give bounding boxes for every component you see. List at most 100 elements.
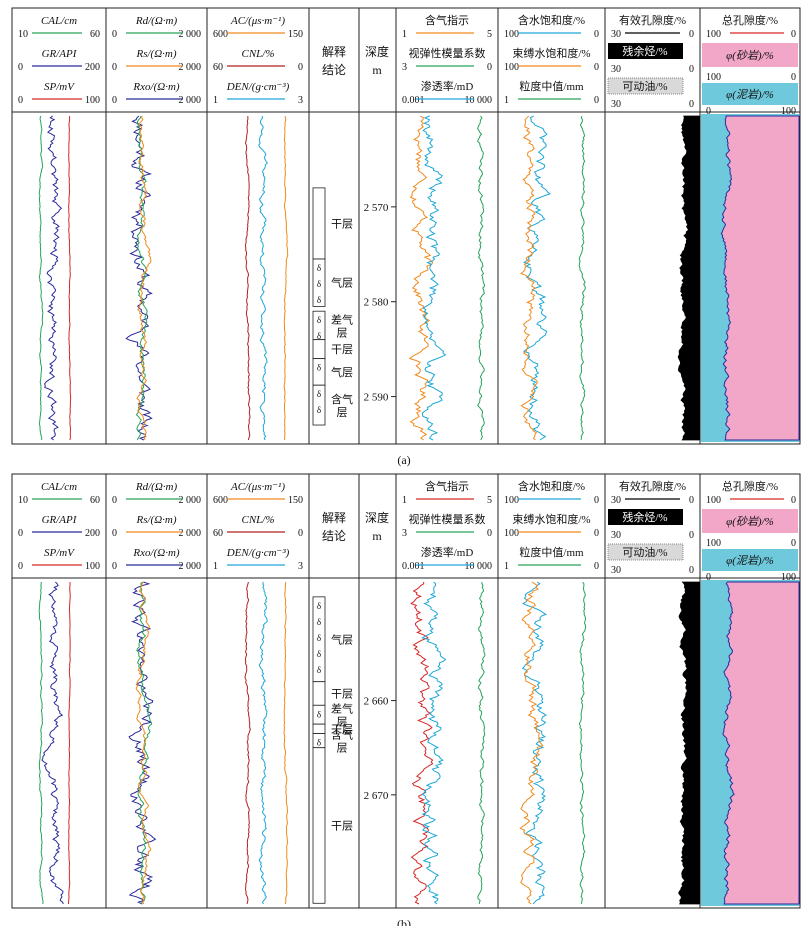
depth-title: 深度 — [365, 44, 389, 59]
depth-tick-label: 2 660 — [364, 696, 389, 708]
shale-swatch — [702, 83, 798, 105]
scale-max: 0 — [791, 72, 796, 83]
depth-tick-label: 2 590 — [364, 392, 389, 404]
gas-symbol: δ — [317, 263, 321, 273]
gas-symbol: δ — [317, 649, 321, 659]
gas-symbol: δ — [317, 389, 321, 399]
grain-size-curve — [578, 581, 587, 905]
zone-box — [312, 681, 326, 706]
gas-symbol: δ — [317, 601, 321, 611]
rxo-curve — [125, 115, 153, 441]
interp-title: 解释 — [322, 511, 346, 525]
cnl-curve — [244, 115, 251, 441]
curve-label: CNL/% — [241, 514, 274, 526]
curve-label: CNL/% — [241, 48, 274, 60]
scale-min: 100 — [706, 538, 721, 549]
sp-curve — [68, 115, 72, 441]
curve-label: 有效孔隙度/% — [619, 13, 686, 27]
cal-curve — [38, 115, 44, 441]
scale-max: 0 — [791, 495, 796, 506]
curve-label: 渗透率/mD — [421, 79, 474, 93]
movable-oil-swatch — [607, 543, 684, 561]
scale-max: 0 — [298, 62, 303, 73]
swb-curve — [519, 581, 544, 905]
gas-symbol: δ — [317, 665, 321, 675]
scale-min: 100 — [504, 29, 519, 40]
scale-max: 150 — [288, 29, 303, 40]
sp-curve — [68, 581, 71, 904]
scale-max: 100 — [781, 572, 796, 583]
scale-max: 0 — [689, 565, 694, 576]
scale-min: 30 — [611, 495, 621, 506]
scale-max: 60 — [90, 495, 100, 506]
scale-min: 60 — [213, 62, 223, 73]
elastic-coef-curve — [477, 115, 486, 441]
curve-label: 束缚水饱和度/% — [512, 46, 590, 60]
scale-min: 30 — [611, 530, 621, 541]
curve-label: DEN/(g·cm⁻³) — [226, 81, 290, 93]
gr-curve — [44, 115, 63, 441]
curve-label: 含气指示 — [425, 13, 469, 27]
scale-max: 200 — [85, 62, 100, 73]
panel-frame — [11, 7, 801, 445]
depth-tick-label: 2 570 — [364, 202, 389, 214]
zone-label: 干层 — [331, 217, 353, 230]
swb-curve — [520, 115, 538, 441]
scale-max: 5 — [487, 495, 492, 506]
curve-label: 总孔隙度/% — [722, 479, 778, 493]
curve-label: Rxo/(Ω·m) — [132, 547, 179, 559]
curve-label: 含气指示 — [425, 479, 469, 493]
scale-min: 0.001 — [402, 95, 425, 106]
curve-label: GR/API — [42, 514, 78, 526]
scale-max: 3 — [298, 95, 303, 106]
porosity-fill — [677, 115, 701, 441]
gas-symbol: δ — [317, 405, 321, 415]
scale-min: 0 — [18, 95, 23, 106]
zone-label: 差气 — [331, 312, 353, 326]
curve-label: 含水饱和度/% — [518, 479, 585, 493]
scale-max: 150 — [288, 495, 303, 506]
scale-max: 5 — [487, 29, 492, 40]
zone-label: 层 — [337, 326, 348, 339]
zone-box — [312, 258, 326, 307]
scale-max: 10 000 — [465, 95, 493, 106]
scale-max: 100 — [85, 95, 100, 106]
scale-max: 60 — [90, 29, 100, 40]
scale-min: 0 — [112, 528, 117, 539]
curve-label: CAL/cm — [41, 15, 77, 27]
den-curve — [258, 581, 268, 905]
curve-label: Rd/(Ω·m) — [135, 481, 178, 493]
scale-min: 600 — [213, 29, 228, 40]
scale-min: 10 — [18, 29, 28, 40]
scale-min: 100 — [504, 495, 519, 506]
curve-label: φ(砂岩)/% — [726, 515, 774, 528]
depth-title: 深度 — [365, 510, 389, 525]
gas-symbol: δ — [317, 363, 321, 373]
elastic-coef-curve — [477, 581, 486, 905]
scale-min: 100 — [706, 29, 721, 40]
scale-min: 600 — [213, 495, 228, 506]
curve-label: AC/(μs·m⁻¹) — [230, 15, 285, 27]
scale-min: 0 — [706, 572, 711, 583]
scale-max: 2 000 — [179, 29, 202, 40]
zone-box — [312, 339, 326, 360]
curve-label: GR/API — [42, 48, 78, 60]
scale-min: 0 — [18, 561, 23, 572]
sand-swatch — [702, 509, 798, 533]
zone-label: 含气 — [331, 728, 353, 742]
depth-title: m — [372, 529, 382, 543]
scale-min: 1 — [402, 495, 407, 506]
gas-symbol: δ — [317, 738, 321, 748]
curve-label: SP/mV — [44, 547, 75, 559]
curve-label: φ(泥岩)/% — [726, 554, 774, 567]
curve-label: φ(砂岩)/% — [726, 49, 774, 62]
grain-size-curve — [578, 115, 586, 441]
curve-label: Rd/(Ω·m) — [135, 15, 178, 27]
scale-min: 0 — [112, 62, 117, 73]
sand-swatch — [702, 43, 798, 67]
gas-symbol: δ — [317, 617, 321, 627]
curve-label: 粒度中值/mm — [519, 79, 584, 93]
scale-min: 10 — [18, 495, 28, 506]
